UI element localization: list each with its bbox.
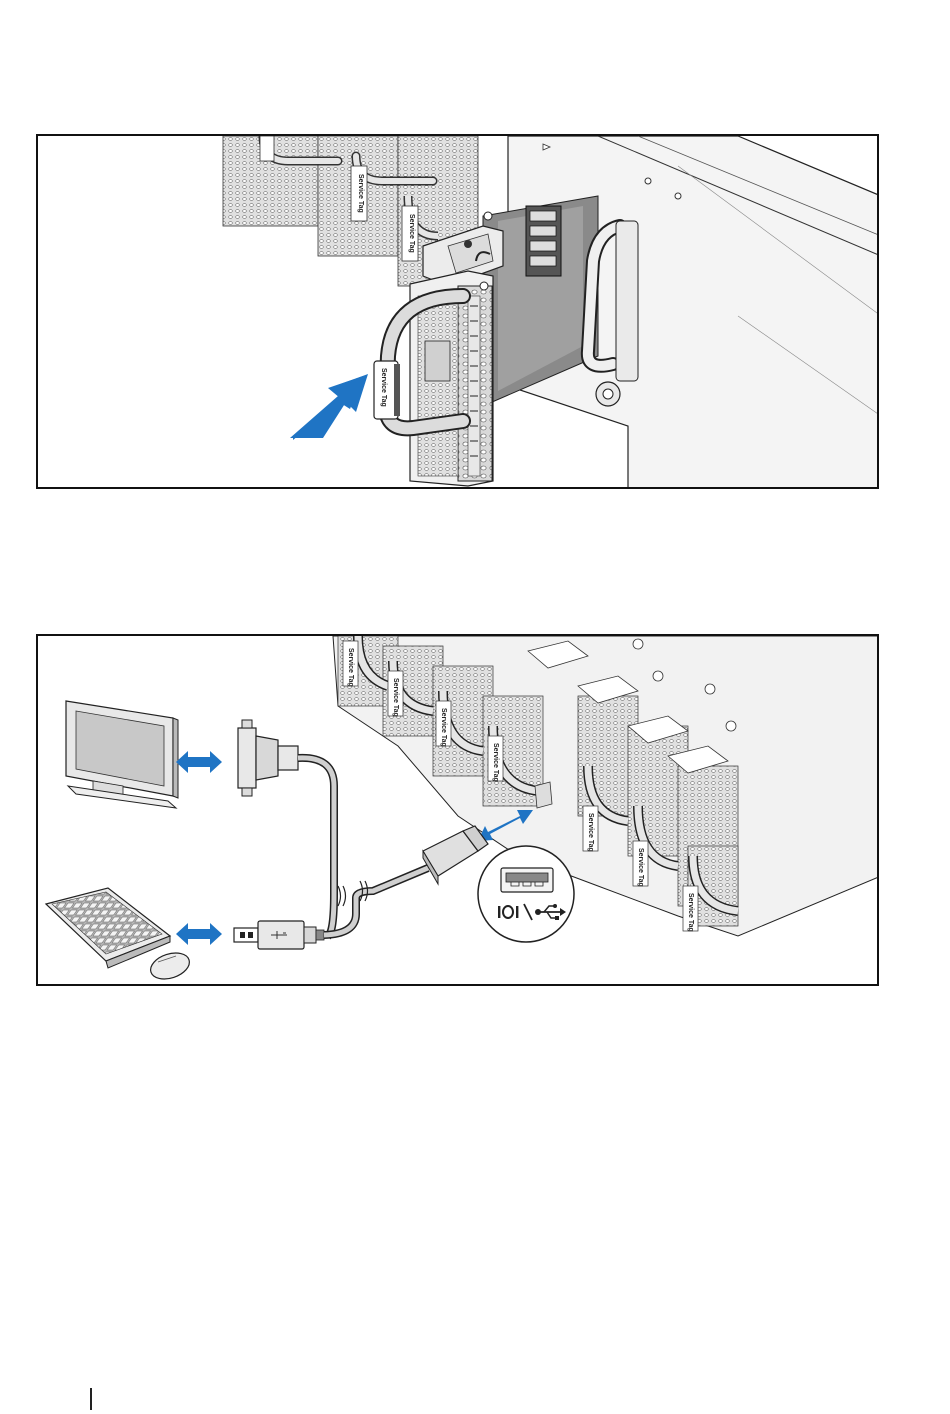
front-usb-port bbox=[535, 782, 552, 808]
sled-tag-text: Service Tag bbox=[587, 813, 594, 852]
sled-tag-text: Service Tag bbox=[357, 174, 364, 213]
sled-tag-text: Service Tag bbox=[687, 893, 694, 932]
sled-tag-text: Service Tag bbox=[637, 848, 644, 887]
figure-install-sled: Service Tag Service Tag bbox=[36, 134, 879, 489]
sled-tag-text: Service Tag bbox=[392, 678, 399, 717]
sled-tag-text: Service Tag bbox=[408, 214, 415, 253]
page-number-rule bbox=[90, 1388, 92, 1410]
port-inset bbox=[478, 846, 574, 942]
sled-rack: Service Tag Service Tag Service Tag Serv… bbox=[333, 636, 879, 936]
figure-connect-peripherals: Service Tag Service Tag Service Tag Serv… bbox=[36, 634, 879, 986]
sled-tag-text: Service Tag bbox=[440, 708, 447, 747]
service-tag-label: Service Tag bbox=[380, 368, 387, 407]
keyboard-link-arrow bbox=[176, 923, 222, 945]
install-sled-illustration: Service Tag Service Tag bbox=[38, 136, 879, 489]
sled-tag-text: Service Tag bbox=[492, 743, 499, 782]
mouse-icon bbox=[147, 948, 192, 983]
vga-connector bbox=[238, 720, 298, 796]
keyboard-icon bbox=[46, 888, 170, 968]
monitor-link-arrow bbox=[176, 751, 222, 773]
dongle-plug bbox=[423, 826, 488, 884]
insert-direction-arrow bbox=[290, 374, 368, 440]
sled-tag-text: Service Tag bbox=[347, 648, 354, 687]
monitor-icon bbox=[66, 701, 178, 808]
usb-connector bbox=[234, 921, 324, 949]
connect-peripherals-illustration: Service Tag Service Tag Service Tag Serv… bbox=[38, 636, 879, 986]
dongle-cable bbox=[298, 758, 428, 936]
